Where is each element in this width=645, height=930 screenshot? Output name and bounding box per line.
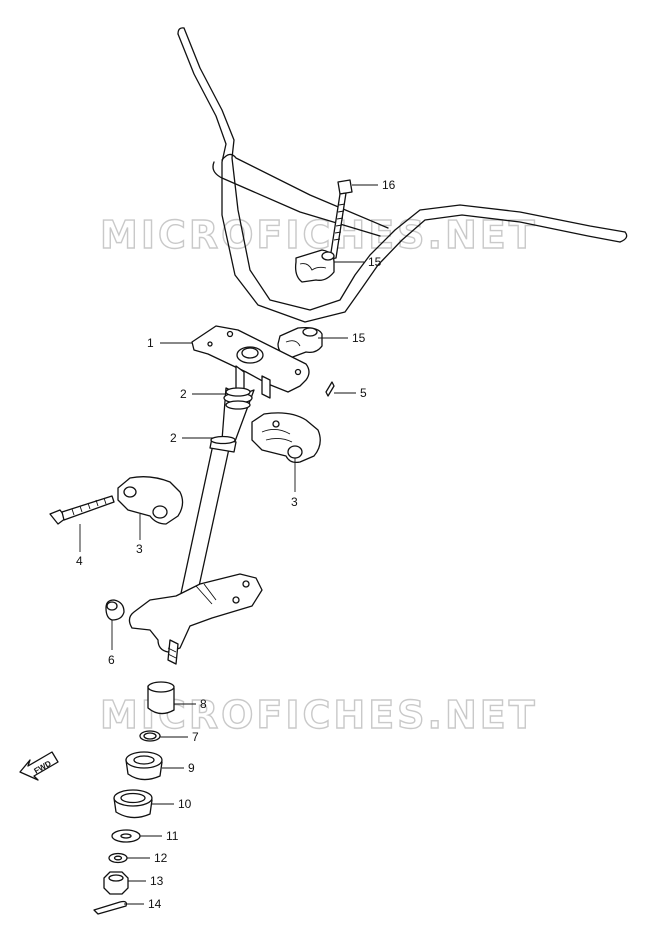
callout-14: 14 (148, 897, 162, 911)
part-5-cotter-pin[interactable] (325, 381, 335, 397)
callout-7: 7 (192, 730, 199, 744)
callout-9: 9 (188, 761, 195, 775)
part-6-cap[interactable] (105, 599, 125, 621)
callout-13: 13 (150, 874, 164, 888)
part-11-washer[interactable] (111, 829, 141, 843)
part-1-upper-bracket[interactable] (191, 325, 310, 399)
part-12-washer[interactable] (108, 852, 128, 864)
callout-4: 4 (76, 554, 83, 568)
part-16-bolt[interactable] (329, 179, 353, 260)
callout-12: 12 (154, 851, 168, 865)
part-8-bushing[interactable] (147, 681, 175, 715)
callout-3-lower: 3 (136, 542, 143, 556)
part-13-nut[interactable] (103, 871, 129, 895)
callout-10: 10 (178, 797, 192, 811)
callout-6: 6 (108, 653, 115, 667)
callout-2-lower: 2 (170, 431, 177, 445)
callout-8: 8 (200, 697, 207, 711)
steering-shaft[interactable] (179, 387, 255, 601)
callout-1: 1 (147, 336, 154, 350)
callout-11: 11 (166, 829, 179, 843)
part-14-cotter-pin[interactable] (93, 900, 128, 915)
part-3-upper-holder[interactable] (251, 412, 321, 464)
callouts: 16 15 15 1 2 2 5 3 3 4 6 8 7 9 10 11 12 … (76, 178, 396, 911)
part-10-race[interactable] (113, 789, 153, 819)
pitman-arm[interactable] (128, 573, 263, 665)
callout-3-upper: 3 (291, 495, 298, 509)
handlebar[interactable] (177, 27, 628, 323)
callout-15-upper: 15 (368, 255, 382, 269)
part-7-seal[interactable] (139, 730, 161, 742)
part-4-bolt[interactable] (49, 495, 115, 525)
callout-15-lower: 15 (352, 331, 366, 345)
watermark-top: MICROFICHES.NET (100, 213, 538, 257)
part-9-bearing[interactable] (125, 751, 163, 781)
part-2-upper-bushing[interactable] (225, 387, 251, 397)
fwd-arrow-icon: FWD (19, 751, 59, 781)
part-3-lower-holder[interactable] (117, 476, 184, 525)
leader-lines (79, 184, 378, 905)
part-2-lower-bushing[interactable] (209, 435, 237, 453)
callout-2-upper: 2 (180, 387, 187, 401)
callout-5: 5 (360, 386, 367, 400)
part-15-upper-clamp[interactable] (294, 249, 335, 283)
callout-16: 16 (382, 178, 396, 192)
